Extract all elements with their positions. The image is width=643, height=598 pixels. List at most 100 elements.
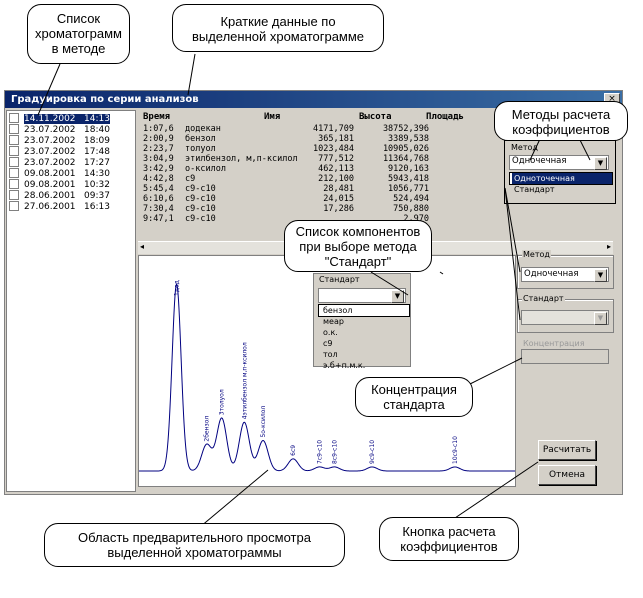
cell-name: c9-c10 xyxy=(185,194,216,204)
calculate-button[interactable]: Расчитать xyxy=(538,440,596,460)
callout-chromatogram-list: Список хроматограмм в методе xyxy=(27,4,130,64)
checkbox[interactable] xyxy=(9,179,19,189)
peak-label: 5о-ксилол xyxy=(260,406,267,438)
checkbox[interactable] xyxy=(9,190,19,200)
table-row[interactable]: 3:04,9 этилбензол, м,п-ксилол 777,512 11364… xyxy=(138,154,614,164)
method-option-standard[interactable]: Стандарт xyxy=(514,185,555,194)
list-item-time: 09:37 xyxy=(84,190,110,201)
scroll-right-icon[interactable]: ▸ xyxy=(606,242,611,251)
checkbox[interactable] xyxy=(9,113,19,123)
cell-area: 10905,026 xyxy=(382,144,429,154)
callout-brief-data: Краткие данные по выделенной хроматограм… xyxy=(172,4,384,52)
checkbox[interactable] xyxy=(9,135,19,145)
chevron-down-icon[interactable]: ▼ xyxy=(594,312,607,325)
checkbox[interactable] xyxy=(9,201,19,211)
cell-time: 6:10,6 xyxy=(143,194,174,204)
cell-name: c9 xyxy=(185,174,196,184)
list-item-date: 27.06.2001 xyxy=(24,201,76,212)
standard-option[interactable]: э.б+п.м.к. xyxy=(323,361,366,370)
cell-name: бензол xyxy=(185,134,216,144)
scroll-left-icon[interactable]: ◂ xyxy=(140,242,145,251)
cell-time: 1:07,6 xyxy=(143,124,174,134)
cell-height: 17,286 xyxy=(323,204,354,214)
standard-option[interactable]: меар xyxy=(323,317,344,326)
cell-area: 11364,768 xyxy=(382,154,429,164)
method-popup-select[interactable]: Одночечная ▼ xyxy=(509,155,609,170)
cell-area: 3389,538 xyxy=(388,134,429,144)
chevron-down-icon[interactable]: ▼ xyxy=(391,290,404,303)
callout-concentration: Концентрация стандарта xyxy=(355,377,473,417)
cell-time: 7:30,4 xyxy=(143,204,174,214)
checkbox[interactable] xyxy=(9,124,19,134)
cell-name: c9-c10 xyxy=(185,184,216,194)
checkbox[interactable] xyxy=(9,168,19,178)
column-header-time: Время xyxy=(143,112,171,122)
standard-select[interactable]: ▼ xyxy=(521,310,609,325)
cell-height: 1023,484 xyxy=(313,144,354,154)
cell-area: 38752,396 xyxy=(382,124,429,134)
cell-height: 212,100 xyxy=(318,174,354,184)
standard-popup-select[interactable]: ▼ xyxy=(318,288,406,303)
method-popup-label: Метод xyxy=(511,143,538,152)
peak-label: 4этилбензол м,п-ксилол xyxy=(241,342,248,419)
cell-name: о-ксилол xyxy=(185,164,226,174)
peak-label: 3толуол xyxy=(219,389,226,415)
list-item-date: 28.06.2001 xyxy=(24,190,76,201)
callout-calc: Кнопка расчета коэффициентов xyxy=(379,517,519,561)
cell-name: этилбензол, м,п-ксилол xyxy=(185,154,298,164)
list-item-time: 17:48 xyxy=(84,146,110,157)
standard-options-list[interactable]: бензол меар о.к. c9 тол э.б+п.м.к. xyxy=(318,304,410,370)
table-row[interactable]: 7:30,4 c9-c10 17,286 750,880 xyxy=(138,204,614,214)
standard-option[interactable]: о.к. xyxy=(323,328,338,337)
list-item-time: 18:40 xyxy=(84,124,110,135)
standard-option[interactable]: тол xyxy=(323,350,338,359)
cancel-button[interactable]: Отмена xyxy=(538,465,596,485)
method-select[interactable]: Одночечная ▼ xyxy=(521,267,609,282)
method-option-single[interactable]: Одноточечная xyxy=(512,173,612,184)
concentration-label: Концентрация xyxy=(522,339,586,348)
concentration-input[interactable] xyxy=(521,349,609,364)
chevron-down-icon[interactable]: ▼ xyxy=(594,269,607,282)
peak-label: 9с9-с10 xyxy=(369,440,376,464)
cell-time: 3:04,9 xyxy=(143,154,174,164)
cell-name: c9-c10 xyxy=(185,214,216,224)
standard-option[interactable]: бензол xyxy=(323,306,353,315)
callout-components: Список компонентов при выборе метода "Ст… xyxy=(284,220,432,272)
cell-area: 750,880 xyxy=(393,204,429,214)
cell-area: 9120,163 xyxy=(388,164,429,174)
method-popup: Метод Одночечная ▼ Одноточечная Стандарт xyxy=(504,140,616,204)
method-label: Метод xyxy=(522,250,551,259)
list-item[interactable]: 28.06.2001 09:37 xyxy=(9,190,110,201)
list-item-time: 14:30 xyxy=(84,168,110,179)
cell-height: 777,512 xyxy=(318,154,354,164)
cell-name: c9-c10 xyxy=(185,204,216,214)
checkbox[interactable] xyxy=(9,146,19,156)
checkbox[interactable] xyxy=(9,157,19,167)
chevron-down-icon[interactable]: ▼ xyxy=(594,157,607,170)
standard-option[interactable]: c9 xyxy=(323,339,333,348)
